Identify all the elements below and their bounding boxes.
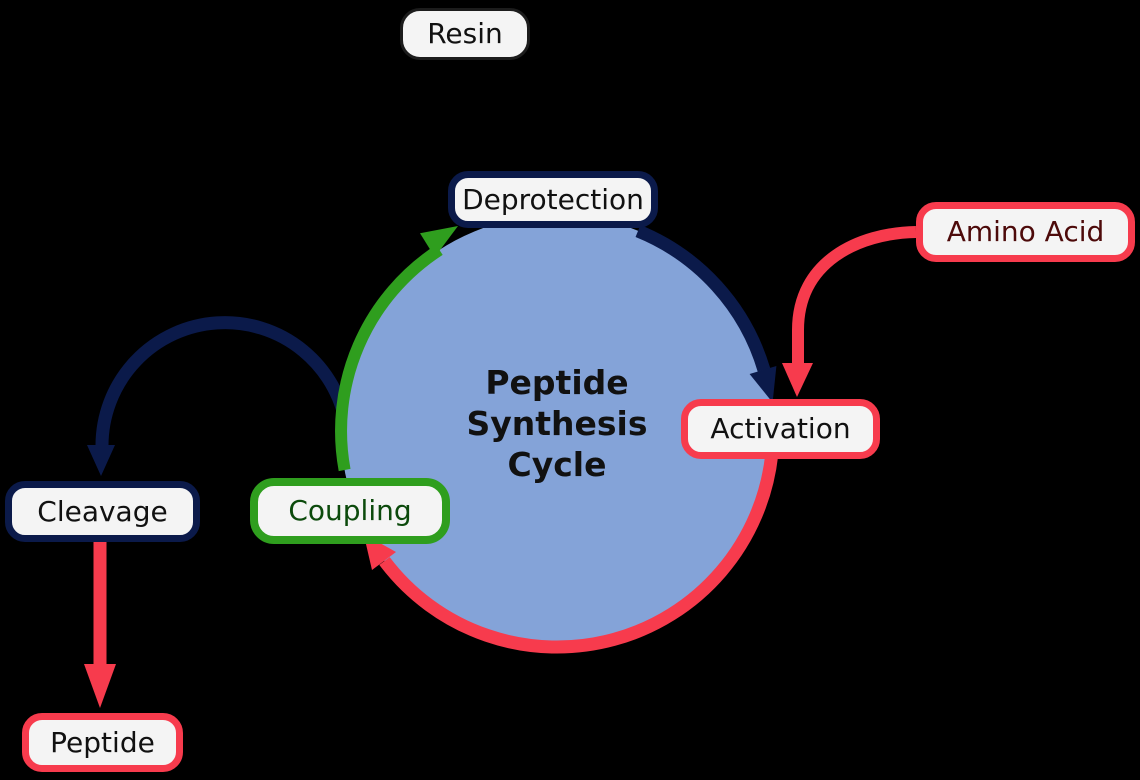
- coupling-to-deprotection-arrow: [335, 244, 443, 472]
- activation-to-coupling-arrow: [379, 454, 779, 654]
- node-coupling-label: Coupling: [288, 494, 412, 527]
- cycle-title: Peptide Synthesis Cycle: [466, 363, 648, 484]
- node-activation-label: Activation: [710, 412, 851, 445]
- node-activation: Activation: [681, 399, 880, 459]
- node-peptide-label: Peptide: [50, 725, 155, 759]
- node-deprotection: Deprotection: [448, 171, 658, 228]
- cycle-circle: [341, 215, 773, 647]
- coupling-to-deprotection-arrowhead: [420, 226, 458, 257]
- node-peptide: Peptide: [22, 713, 183, 772]
- amino-acid-to-activation-arrowhead: [782, 363, 813, 397]
- cleavage-to-peptide-arrowhead: [84, 664, 116, 708]
- cycle-to-cleavage-arrow: [95, 316, 354, 447]
- deprotection-to-activation-arrowhead: [749, 366, 777, 403]
- cycle-to-cleavage-arrowhead: [87, 445, 115, 476]
- amino-acid-to-activation-arrow: [792, 226, 917, 365]
- node-deprotection-label: Deprotection: [462, 182, 644, 216]
- deprotection-to-activation-arrow: [635, 224, 771, 372]
- node-amino-acid-label: Amino Acid: [946, 215, 1105, 248]
- node-resin-label: Resin: [427, 17, 503, 50]
- node-cleavage-label: Cleavage: [37, 494, 168, 528]
- node-resin: Resin: [400, 8, 530, 60]
- node-amino-acid: Amino Acid: [916, 202, 1135, 262]
- node-coupling: Coupling: [250, 478, 450, 544]
- node-cleavage: Cleavage: [5, 481, 200, 542]
